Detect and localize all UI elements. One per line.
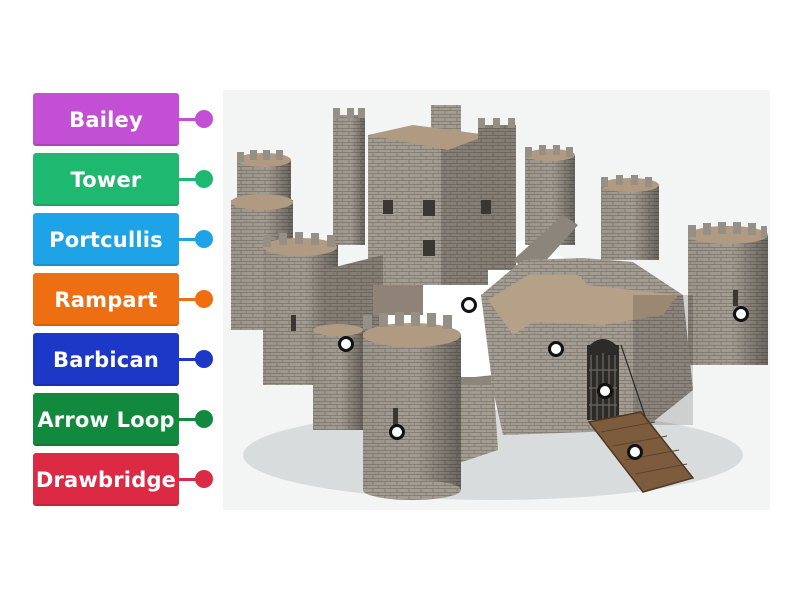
label-arrow-loop[interactable]: Arrow Loop (33, 393, 213, 446)
connector-line (179, 178, 203, 181)
label-bailey[interactable]: Bailey (33, 93, 213, 146)
connector-line (179, 118, 203, 121)
label-tile[interactable]: Arrow Loop (33, 393, 179, 446)
label-drawbridge[interactable]: Drawbridge (33, 453, 213, 506)
hotspot-marker[interactable] (597, 383, 613, 399)
castle-scene (223, 90, 770, 510)
label-barbican[interactable]: Barbican (33, 333, 213, 386)
connector-dot (195, 230, 213, 248)
label-portcullis[interactable]: Portcullis (33, 213, 213, 266)
label-tile[interactable]: Portcullis (33, 213, 179, 266)
connector-line (179, 418, 203, 421)
connector-dot (195, 110, 213, 128)
connector-line (179, 358, 203, 361)
connector-line (179, 298, 203, 301)
hotspot-marker[interactable] (548, 341, 564, 357)
connector-line (179, 478, 203, 481)
castle-illustration (231, 105, 768, 500)
hotspot-marker[interactable] (338, 336, 354, 352)
connector-dot (195, 350, 213, 368)
connector-line (179, 238, 203, 241)
connector-dot (195, 170, 213, 188)
label-tile[interactable]: Drawbridge (33, 453, 179, 506)
hotspot-marker[interactable] (461, 297, 477, 313)
hotspot-marker[interactable] (389, 424, 405, 440)
label-tile[interactable]: Barbican (33, 333, 179, 386)
label-tile[interactable]: Tower (33, 153, 179, 206)
label-tile[interactable]: Bailey (33, 93, 179, 146)
hotspot-marker[interactable] (733, 306, 749, 322)
hotspot-marker[interactable] (627, 444, 643, 460)
label-rampart[interactable]: Rampart (33, 273, 213, 326)
label-tower[interactable]: Tower (33, 153, 213, 206)
label-tile[interactable]: Rampart (33, 273, 179, 326)
connector-dot (195, 290, 213, 308)
connector-dot (195, 470, 213, 488)
connector-dot (195, 410, 213, 428)
